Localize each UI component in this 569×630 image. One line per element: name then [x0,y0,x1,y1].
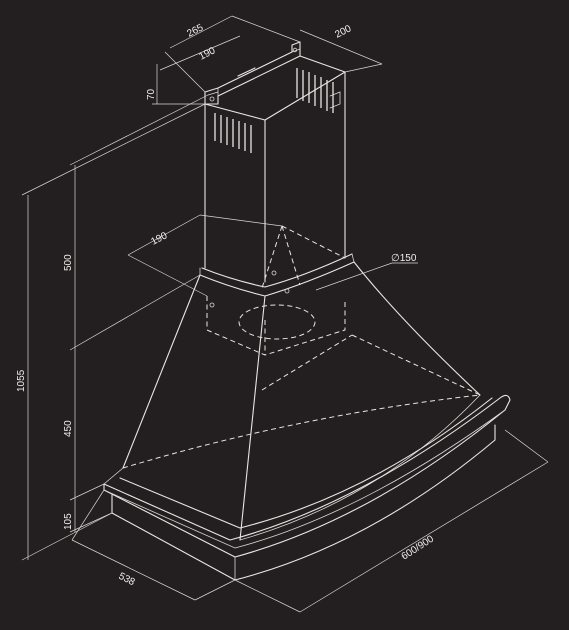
chimney-collar-top [201,253,353,288]
dim-chimney-height: 500 [63,254,74,271]
canopy-right-edge [353,261,481,396]
canopy-left-face [103,467,124,485]
bracket-hole-left [209,96,215,102]
dim-top-height: 70 [146,88,157,100]
chimney [199,41,355,308]
top-bracket [204,41,301,105]
collar-screw-right [284,288,290,294]
bracket-hole-right [292,47,298,53]
hidden-lines [122,225,481,469]
dim-lower-chimney-width: 190 [149,230,169,248]
collar-screw-left [209,302,215,308]
side-tab [329,91,341,109]
base-plinth [111,424,496,581]
dim-base-height: 105 [63,513,74,530]
base-trim-top [103,394,511,558]
chimney-top-right [264,71,346,121]
front-vent-slots [214,113,252,153]
base-trim-upper [119,397,493,529]
canopy-front-edge [239,295,266,541]
dimension-labels: 265 190 200 70 1055 500 450 105 190 ∅150… [16,22,436,588]
collar-end-right [351,253,355,263]
canopy-crease [239,394,481,541]
dimension-lines [21,15,549,613]
dim-duct-diameter: ∅150 [391,253,417,264]
hood-body [103,261,511,581]
base-trim-inner [103,409,506,549]
dim-total-height: 1055 [16,369,27,392]
top-bracket-edge [207,48,301,97]
dim-top-width: 190 [197,45,217,63]
bracket-slot [237,67,256,77]
dim-hood-depth: 538 [117,571,137,589]
dim-hood-width: 600/900 [400,533,437,562]
chimney-top-front [204,103,266,121]
dim-top-side: 200 [333,23,353,41]
side-vent-slots [296,68,334,113]
collar-screw-mid [271,270,277,276]
chimney-collar-bottom [199,261,355,297]
duct-outlet-hidden [238,304,316,340]
dim-top-depth: 265 [185,22,205,40]
canopy-left-edge [122,274,201,469]
dim-body-height: 450 [63,420,74,437]
chimney-top-back [299,55,346,73]
